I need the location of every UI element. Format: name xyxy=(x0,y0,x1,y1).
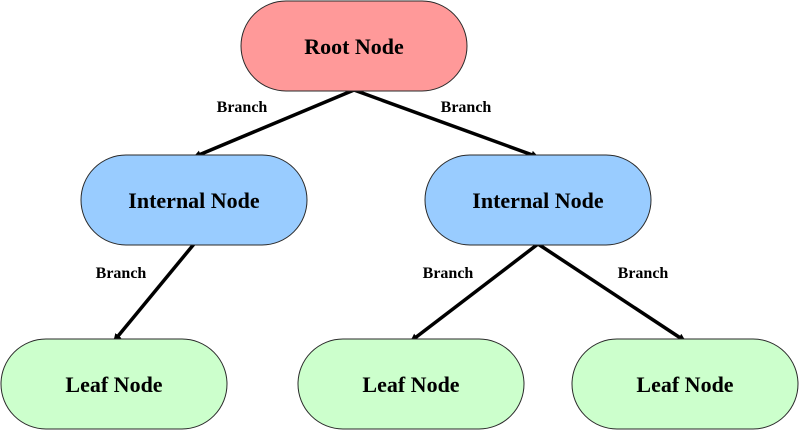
node-leaf-right: Leaf Node xyxy=(571,338,799,430)
edge-arrow-internal-left-to-leaf-left xyxy=(112,242,196,343)
node-shape-leaf-middle xyxy=(297,338,525,430)
edges-layer xyxy=(112,88,686,343)
node-leaf-left: Leaf Node xyxy=(0,338,228,430)
edge-label-internal-right-to-leaf-right: Branch xyxy=(618,265,669,282)
edge-label-root-to-internal-right: Branch xyxy=(441,99,492,116)
edge-label-root-to-internal-left: Branch xyxy=(217,99,268,116)
edge-arrow-root-to-internal-right xyxy=(353,88,539,159)
edge-arrow-internal-right-to-leaf-middle xyxy=(409,242,540,343)
edge-label-internal-right-to-leaf-middle: Branch xyxy=(423,265,474,282)
edge-arrow-internal-right-to-leaf-right xyxy=(537,242,686,343)
node-label-internal-right: Internal Node xyxy=(472,188,604,213)
node-shape-leaf-left xyxy=(0,338,228,430)
node-internal-right: Internal Node xyxy=(424,154,652,246)
node-label-leaf-left: Leaf Node xyxy=(65,372,162,397)
node-label-leaf-right: Leaf Node xyxy=(636,372,733,397)
node-shape-internal-right xyxy=(424,154,652,246)
node-shape-root xyxy=(240,0,468,92)
node-label-internal-left: Internal Node xyxy=(128,188,260,213)
node-label-root: Root Node xyxy=(304,34,404,59)
node-internal-left: Internal Node xyxy=(80,154,308,246)
edge-label-internal-left-to-leaf-left: Branch xyxy=(96,265,147,282)
node-leaf-middle: Leaf Node xyxy=(297,338,525,430)
edge-arrow-root-to-internal-left xyxy=(193,88,355,159)
node-label-leaf-middle: Leaf Node xyxy=(362,372,459,397)
node-shape-leaf-right xyxy=(571,338,799,430)
node-root: Root Node xyxy=(240,0,468,92)
node-shape-internal-left xyxy=(80,154,308,246)
